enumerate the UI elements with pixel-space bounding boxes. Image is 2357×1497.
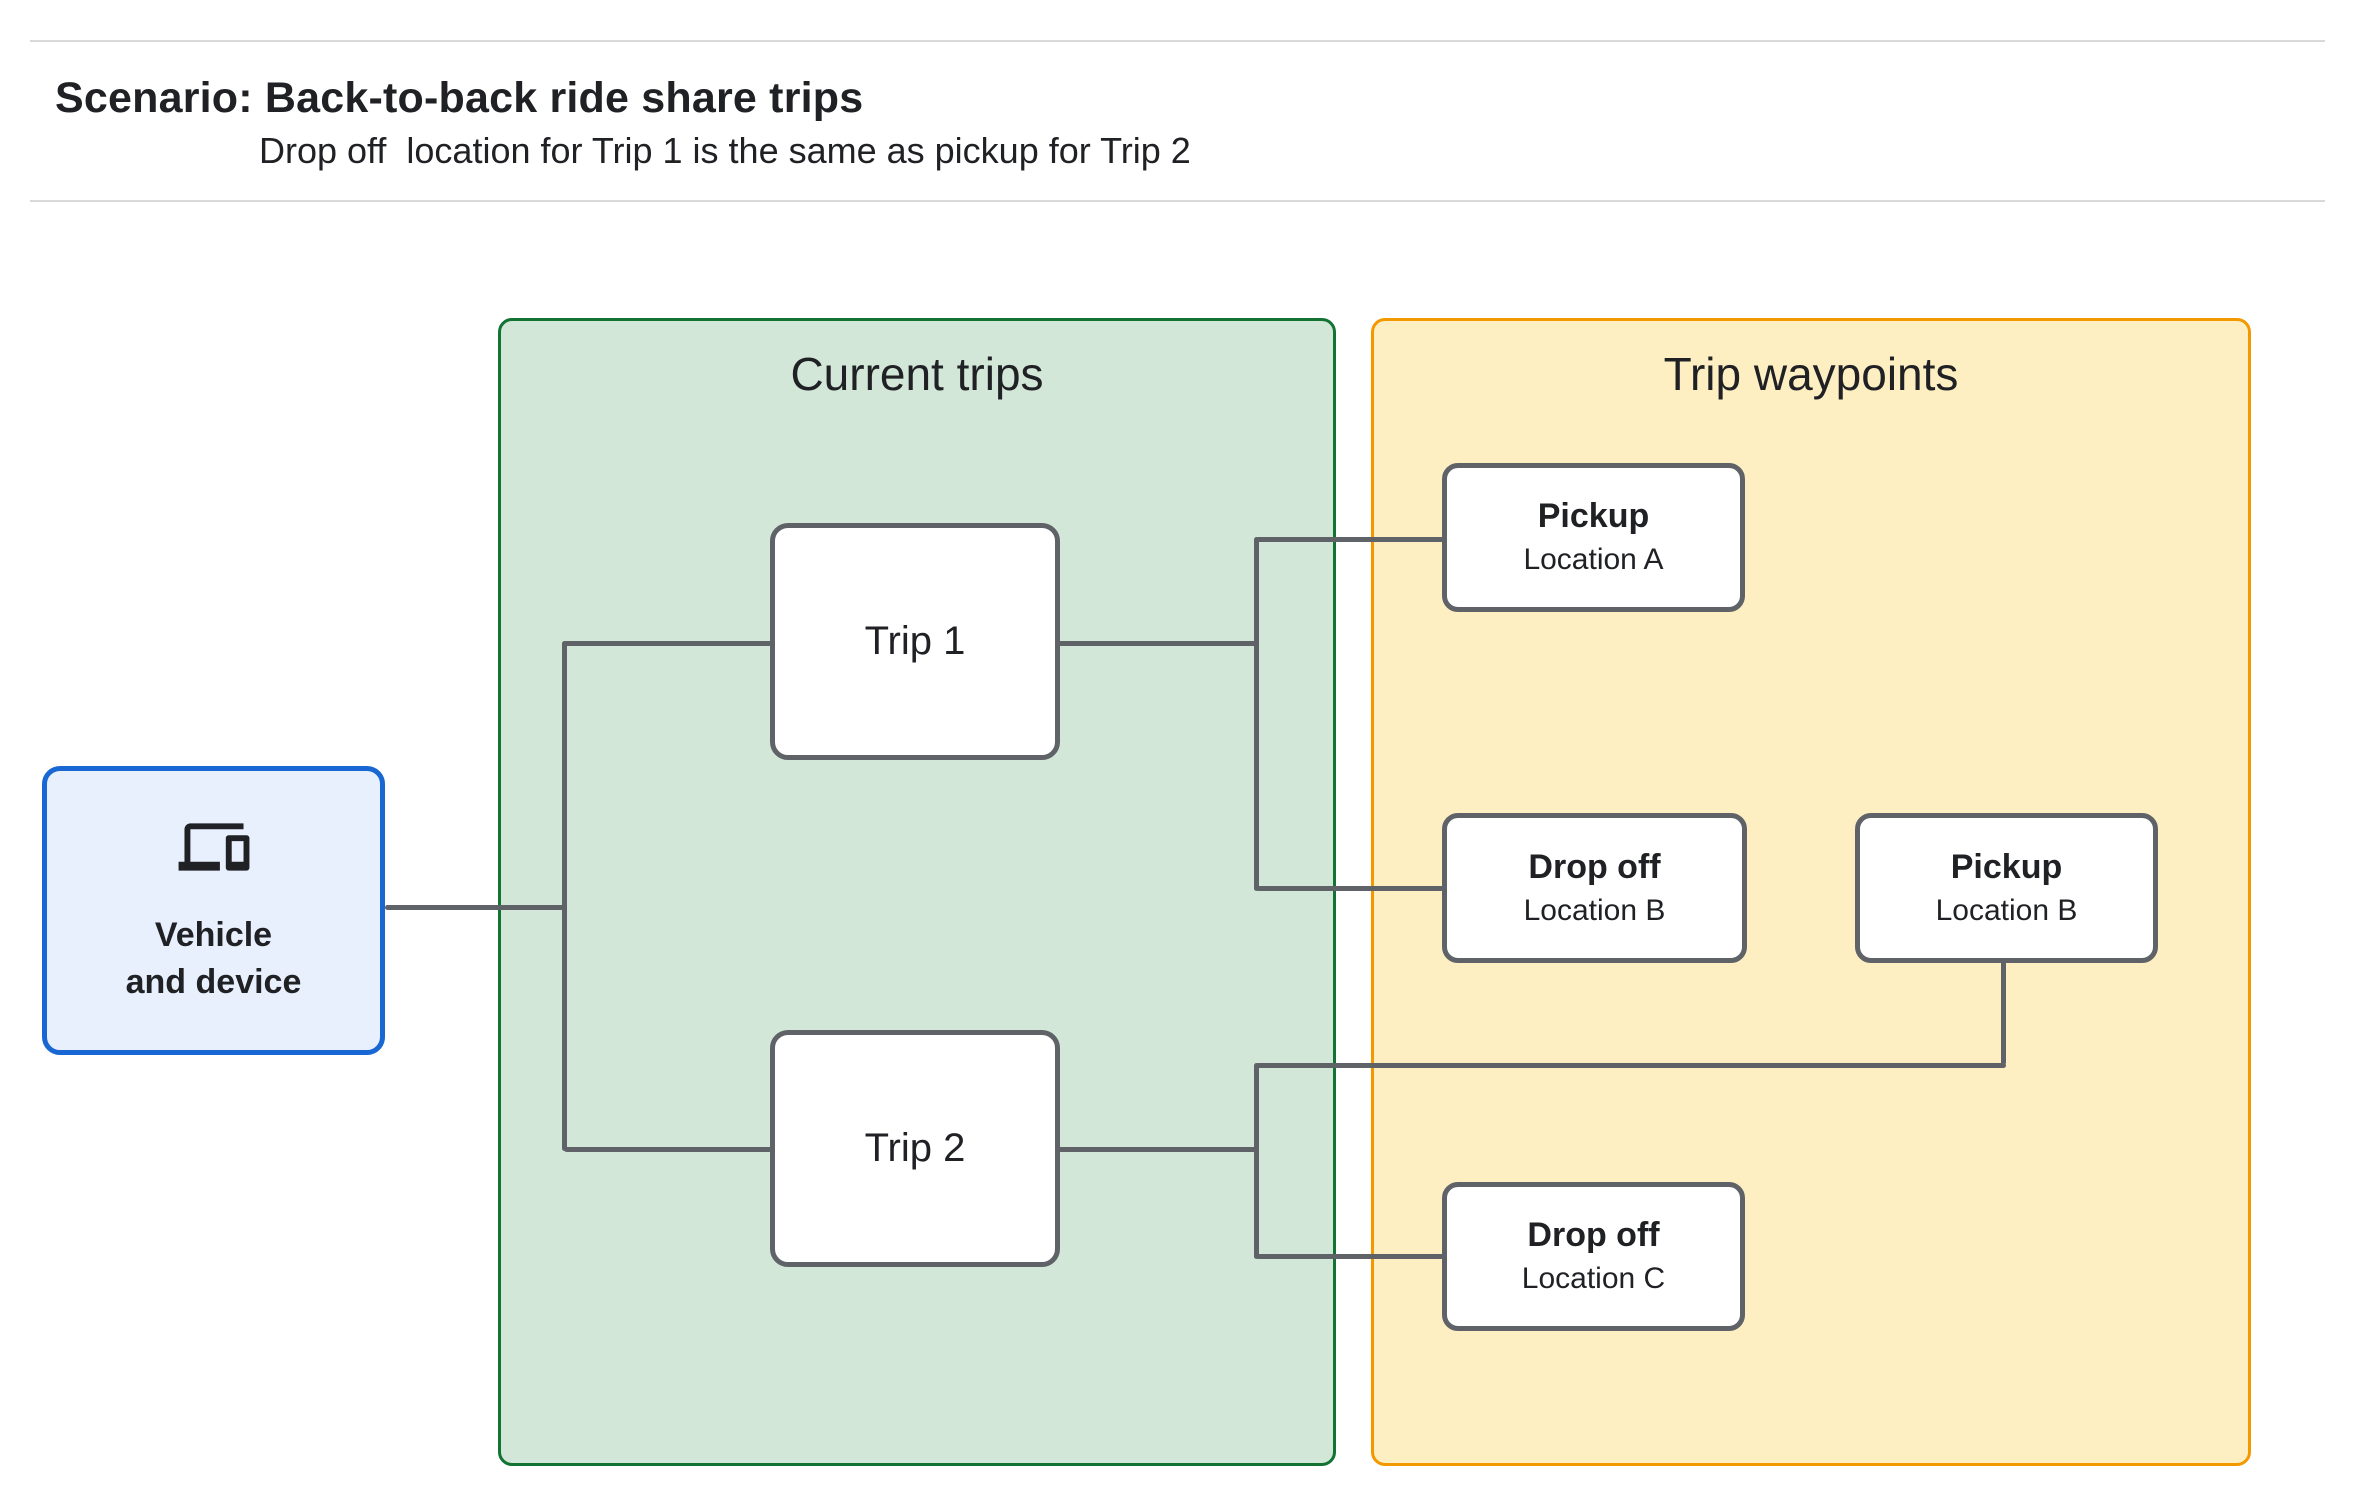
panel-current-trips: Current trips bbox=[498, 318, 1336, 1466]
vehicle-label: Vehicle and device bbox=[126, 912, 302, 1006]
connector-dropoff-b-in bbox=[1256, 886, 1444, 891]
connector-trip1-out bbox=[1058, 641, 1258, 646]
panel-title-current-trips: Current trips bbox=[790, 348, 1044, 400]
vehicle-label-line1: Vehicle bbox=[154, 915, 273, 954]
page-title: Scenario: Back-to-back ride share trips bbox=[55, 74, 864, 122]
connector-trips-junction-vertical bbox=[562, 641, 567, 1151]
connector-pickup-b-vertical bbox=[2001, 961, 2006, 1065]
connector-pickup-b-horizontal bbox=[1256, 1063, 2006, 1068]
header-divider bbox=[30, 200, 2325, 202]
vehicle-node: Vehicle and device bbox=[42, 766, 385, 1055]
waypoint-type: Pickup bbox=[1537, 497, 1650, 536]
waypoint-location: Location C bbox=[1521, 1262, 1666, 1296]
connector-trip2-junction-vertical bbox=[1254, 1063, 1259, 1259]
trip-1-label: Trip 1 bbox=[864, 619, 966, 663]
trip-2-node: Trip 2 bbox=[770, 1030, 1060, 1267]
waypoint-dropoff-location-c: Drop off Location C bbox=[1442, 1182, 1745, 1331]
waypoint-pickup-location-b: Pickup Location B bbox=[1855, 813, 2158, 963]
waypoint-type: Pickup bbox=[1950, 847, 2063, 886]
connector-pickup-a-in bbox=[1256, 537, 1444, 542]
waypoint-location: Location A bbox=[1523, 543, 1664, 577]
top-divider bbox=[30, 40, 2325, 42]
devices-icon bbox=[172, 816, 256, 878]
vehicle-label-line2: and device bbox=[125, 962, 302, 1001]
waypoint-type: Drop off bbox=[1527, 1216, 1660, 1255]
connector-trip1-in bbox=[564, 641, 772, 646]
page-subtitle: Drop off location for Trip 1 is the same… bbox=[259, 130, 1191, 171]
waypoint-pickup-location-a: Pickup Location A bbox=[1442, 463, 1745, 612]
waypoint-location: Location B bbox=[1523, 893, 1666, 927]
connector-dropoff-c-in bbox=[1256, 1254, 1444, 1259]
trip-1-node: Trip 1 bbox=[770, 523, 1060, 760]
panel-title-trip-waypoints: Trip waypoints bbox=[1663, 348, 1959, 400]
trip-2-label: Trip 2 bbox=[864, 1126, 966, 1170]
connector-trip1-junction-vertical bbox=[1254, 537, 1259, 891]
waypoint-location: Location B bbox=[1935, 893, 2078, 927]
connector-trip2-out bbox=[1058, 1147, 1258, 1152]
waypoint-type: Drop off bbox=[1528, 847, 1661, 886]
connector-vehicle-out bbox=[385, 905, 567, 910]
waypoint-dropoff-location-b: Drop off Location B bbox=[1442, 813, 1747, 963]
connector-trip2-in bbox=[564, 1147, 772, 1152]
